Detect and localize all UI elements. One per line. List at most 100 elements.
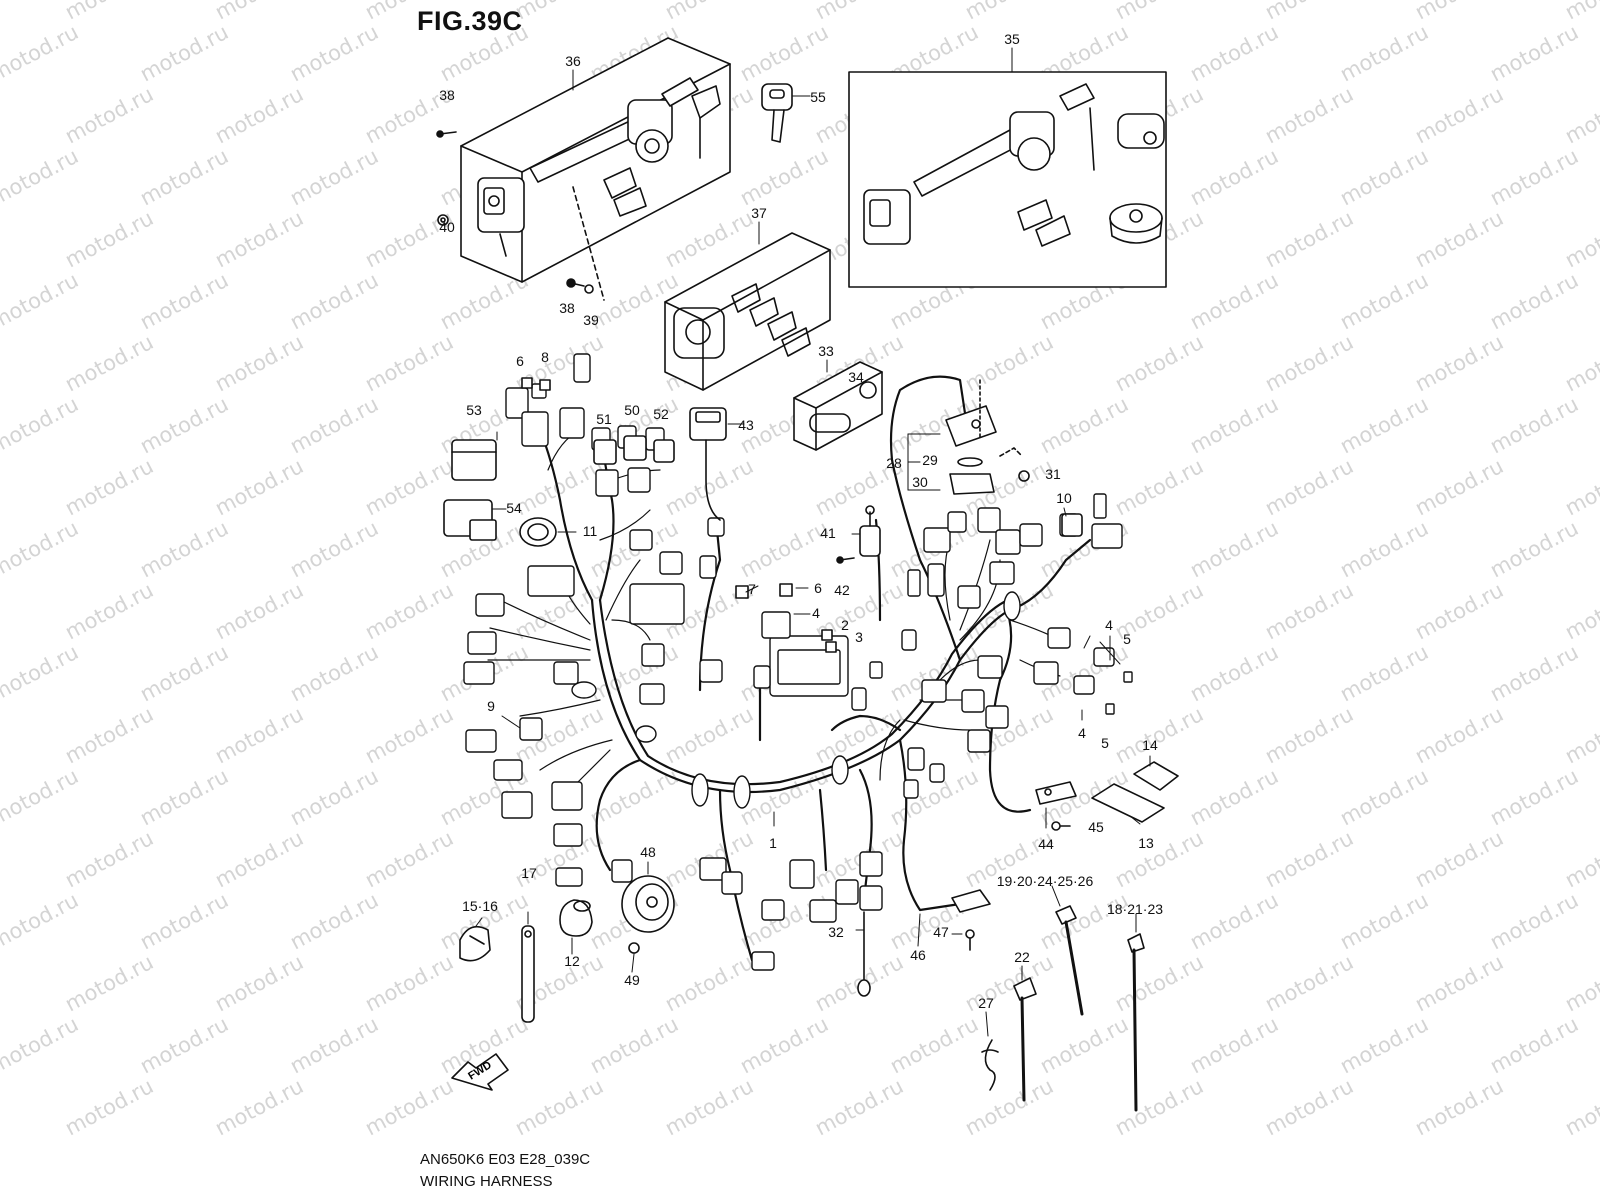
watermark-text: motod.ru [136, 392, 232, 458]
part-12 [559, 899, 593, 937]
watermark-text: motod.ru [61, 578, 157, 644]
watermark-text: motod.ru [361, 702, 457, 768]
callout-number: 12 [564, 953, 580, 969]
watermark-text: motod.ru [61, 702, 157, 768]
watermark-text: motod.ru [1036, 888, 1132, 954]
band-17 [521, 925, 535, 1023]
leader-lines [475, 47, 1151, 1037]
watermark-text: motod.ru [61, 826, 157, 892]
watermark-text: motod.ru [61, 0, 157, 24]
watermark-text: motod.ru [1561, 702, 1600, 768]
callout-number: 50 [624, 402, 640, 418]
callout-number: 34 [848, 369, 864, 385]
callout-number: 31 [1045, 466, 1061, 482]
watermark-text: motod.ru [61, 454, 157, 520]
watermark-text: motod.ru [1486, 888, 1582, 954]
watermark-text: motod.ru [211, 702, 307, 768]
watermark-text: motod.ru [1111, 826, 1207, 892]
callout-number: 38 [439, 87, 455, 103]
watermark-text: motod.ru [211, 330, 307, 396]
part-35-ignition-switch [863, 83, 1165, 247]
watermark-text: motod.ru [586, 1012, 682, 1078]
watermark-text: motod.ru [1336, 20, 1432, 86]
tie-22 [1013, 977, 1037, 1102]
callout-number: 53 [466, 402, 482, 418]
callout-number: 13 [1138, 835, 1154, 851]
model-code: AN650K6 E03 E28_039C [420, 1151, 591, 1168]
callout-number: 52 [653, 406, 669, 422]
callout-number: 6 [814, 580, 822, 596]
part-13 [1091, 783, 1165, 823]
watermark-text: motod.ru [1486, 516, 1582, 582]
callout-number: 27 [978, 995, 994, 1011]
watermark-text: motod.ru [1336, 144, 1432, 210]
figure-title: FIG.39C [417, 6, 523, 36]
figure-caption: WIRING HARNESS [420, 1173, 553, 1190]
bolt-42 [836, 556, 855, 564]
callout-number: 28 [886, 455, 902, 471]
watermark-text: motod.ru [61, 1074, 157, 1140]
watermark-text: motod.ru [286, 640, 382, 706]
part-10 [1061, 513, 1083, 537]
watermark-text: motod.ru [1411, 206, 1507, 272]
watermark-text: motod.ru [136, 764, 232, 830]
watermark-text: motod.ru [1561, 1074, 1600, 1140]
part-37-box [664, 232, 831, 391]
watermark-text: motod.ru [886, 1012, 982, 1078]
watermark-text: motod.ru [736, 764, 832, 830]
watermark-text: motod.ru [286, 268, 382, 334]
part-46 [951, 889, 991, 913]
watermark-text: motod.ru [1561, 454, 1600, 520]
watermark-text: motod.ru [961, 1074, 1057, 1140]
watermark-text: motod.ru [1111, 950, 1207, 1016]
washer-39 [584, 284, 594, 294]
watermark-text: motod.ru [286, 764, 382, 830]
watermark-text: motod.ru [661, 454, 757, 520]
callout-number: 39 [583, 312, 599, 328]
watermark-text: motod.ru [1336, 888, 1432, 954]
watermark-text: motod.ru [436, 20, 532, 86]
watermark-text: motod.ru [361, 578, 457, 644]
watermark-text: motod.ru [0, 268, 82, 334]
watermark-text: motod.ru [661, 950, 757, 1016]
watermark-text: motod.ru [1111, 454, 1207, 520]
relay-54 [443, 499, 497, 541]
watermark-text: motod.ru [1261, 206, 1357, 272]
callout-number: 36 [565, 53, 581, 69]
watermark-text: motod.ru [586, 640, 682, 706]
watermark-text: motod.ru [361, 950, 457, 1016]
watermark-text: motod.ru [1186, 268, 1282, 334]
watermark-text: motod.ru [211, 1074, 307, 1140]
bolt-38-bottom [566, 278, 585, 288]
callout-number: 8 [541, 349, 549, 365]
watermark-text: motod.ru [1261, 330, 1357, 396]
callout-number: 37 [751, 205, 767, 221]
watermark-text: motod.ru [286, 888, 382, 954]
watermark-text: motod.ru [661, 1074, 757, 1140]
bolt-47 [965, 929, 975, 951]
callout-number: 4 [1078, 725, 1086, 741]
watermark-text: motod.ru [1561, 0, 1600, 24]
callout-number: 43 [738, 417, 754, 433]
watermark-text: motod.ru [736, 1012, 832, 1078]
parts-drawing [436, 37, 1179, 1112]
part-41 [859, 505, 881, 557]
callout-number: 55 [810, 89, 826, 105]
callout-number: 19·20·24·25·26 [997, 873, 1094, 889]
watermark-text: motod.ru [136, 20, 232, 86]
callout-number: 9 [487, 698, 495, 714]
watermark-text: motod.ru [0, 516, 82, 582]
watermark-text: motod.ru [286, 1012, 382, 1078]
watermark-text: motod.ru [361, 206, 457, 272]
watermark-text: motod.ru [1186, 640, 1282, 706]
callout-number: 3 [855, 629, 863, 645]
callout-number: 48 [640, 844, 656, 860]
watermark-text: motod.ru [1186, 516, 1282, 582]
watermark-text: motod.ru [1336, 516, 1432, 582]
watermark-text: motod.ru [136, 1012, 232, 1078]
callout-number: 10 [1056, 490, 1072, 506]
watermark-text: motod.ru [211, 0, 307, 24]
watermark-text: motod.ru [1186, 20, 1282, 86]
watermark-text: motod.ru [1561, 82, 1600, 148]
